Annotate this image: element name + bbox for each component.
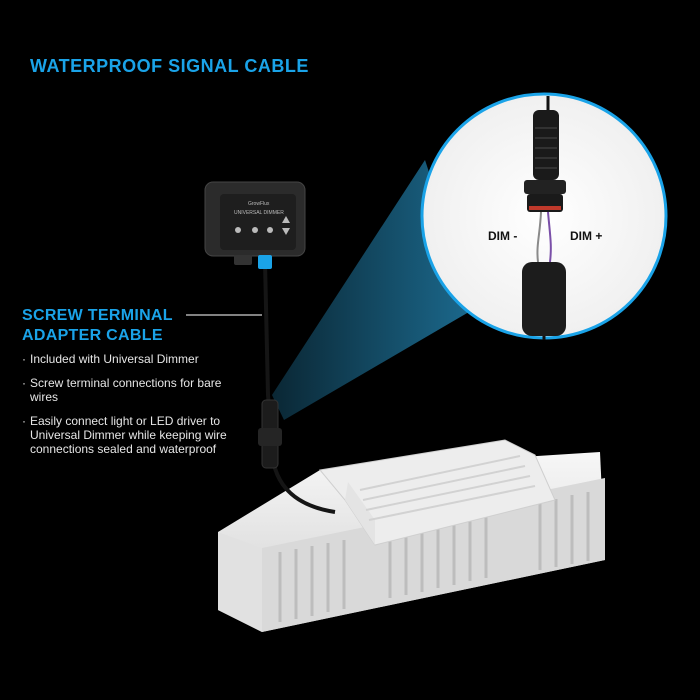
dimmer-label: UNIVERSAL DIMMER bbox=[234, 210, 284, 216]
feature-item: Included with Universal Dimmer bbox=[22, 352, 252, 366]
adapter-title-line1: SCREW TERMINAL bbox=[22, 307, 173, 324]
dimmer-brand: GrowFlux bbox=[248, 201, 270, 207]
led-fixture bbox=[218, 439, 605, 632]
feature-item: Screw terminal connections for bare wire… bbox=[22, 376, 252, 404]
feature-item: Easily connect light or LED driver to Un… bbox=[22, 414, 252, 456]
dim-minus-label: DIM - bbox=[488, 229, 518, 243]
adapter-title-line2: ADAPTER CABLE bbox=[22, 327, 163, 344]
page-title: WATERPROOF SIGNAL CABLE bbox=[30, 56, 309, 76]
feature-list: Included with Universal Dimmer Screw ter… bbox=[22, 352, 252, 466]
dim-plus-label: DIM + bbox=[570, 229, 603, 243]
adapter-title: SCREW TERMINAL ADAPTER CABLE bbox=[22, 306, 192, 346]
universal-dimmer bbox=[204, 181, 306, 269]
zoom-circle bbox=[420, 92, 668, 340]
